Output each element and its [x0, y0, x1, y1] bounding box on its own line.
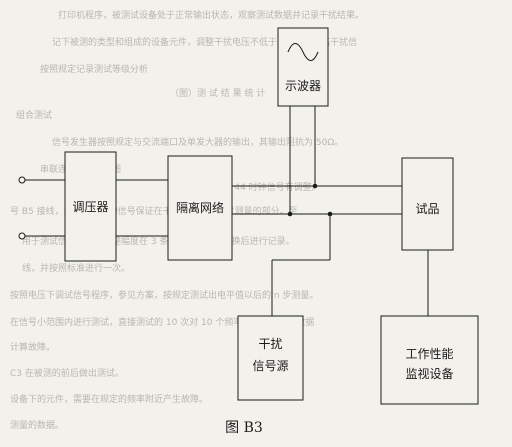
block-regulator: 调压器: [64, 151, 117, 262]
block-specimen: 试品: [401, 157, 454, 251]
label-regulator: 调压器: [72, 200, 108, 214]
block-oscilloscope: 示波器: [277, 27, 329, 107]
bg-line-15: C3 在被测的前后做出测试。: [10, 367, 124, 379]
label-isolation: 隔离网络: [176, 200, 224, 215]
junction-dot: [287, 211, 293, 217]
bg-line-17: 测量的数据。: [10, 419, 64, 431]
junctions: [287, 183, 333, 217]
label-monitor-line2: 监视设备: [405, 366, 453, 381]
bg-line-16: 设备下的元件，需要在规定的频率附近产生故障。: [10, 393, 208, 405]
junction-dot: [312, 183, 318, 189]
bg-line-5: 组合测试: [16, 109, 52, 121]
bg-line-4: （图）测 试 结 果 统 计: [170, 87, 265, 99]
bg-line-3: 按照规定记录测试等级分析: [40, 63, 148, 75]
bg-line-1: 打印机程序，被测试设备处于正常输出状态，观察测试数据并记录干扰结果。: [58, 9, 364, 21]
block-monitor: 工作性能 监视设备: [380, 315, 479, 405]
block-isolation-network: 隔离网络: [167, 155, 233, 261]
bg-line-9: 号 B5 接线，测试中产生的信号保证在干扰试验信号经过测量的部分。至: [10, 205, 298, 217]
sine-wave-icon: [287, 43, 319, 61]
bg-line-14: 计算故障。: [10, 341, 55, 353]
terminal-top: [18, 176, 26, 184]
terminal-bottom: [18, 232, 26, 240]
figure-caption: 图 B3: [225, 420, 263, 436]
block-interference-source: 干扰 信号源: [237, 315, 304, 401]
bg-line-11: 线，并按照标准进行一次。: [22, 262, 130, 274]
label-oscilloscope: 示波器: [285, 79, 321, 93]
junction-dot: [327, 211, 333, 217]
label-interference-line1: 干扰: [258, 337, 282, 351]
bg-line-6: 信号发生器按照规定与交流端口及单发大器的输出，其输出阻抗为 50Ω。: [52, 136, 343, 148]
label-monitor-line1: 工作性能: [405, 347, 453, 361]
bg-line-12: 按照电压下调试信号程序，参见方案，按规定测试出电平值以后的 n 步测量。: [10, 289, 318, 301]
label-interference-line2: 信号源: [252, 359, 288, 373]
label-specimen: 试品: [415, 201, 439, 216]
bg-line-10: 用于测试信号后进行调整幅度在 3 条件，通过信号变换后进行记录。: [22, 235, 294, 247]
